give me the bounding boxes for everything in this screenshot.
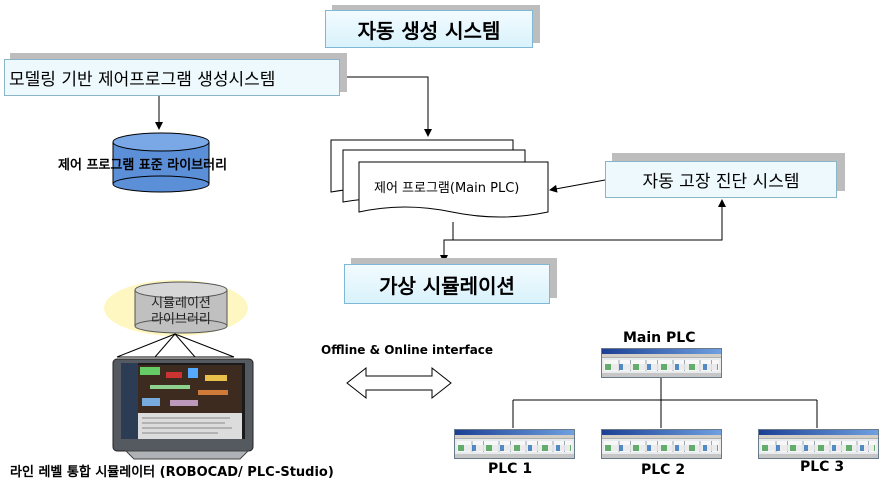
virtual-simulation-label: 가상 시뮬레이션 bbox=[379, 273, 515, 298]
plc2-label: PLC 2 bbox=[641, 462, 686, 478]
plc2-screen bbox=[601, 429, 722, 459]
auto-gen-system-box: 자동 생성 시스템 bbox=[325, 10, 533, 48]
standard-library-label: 제어 프로그램 표준 라이브러리 bbox=[58, 158, 228, 173]
virtual-simulation-box: 가상 시뮬레이션 bbox=[344, 264, 550, 304]
control-program-label: 제어 프로그램(Main PLC) bbox=[374, 181, 520, 196]
auto-gen-system-label: 자동 생성 시스템 bbox=[357, 18, 501, 43]
sim-library-line1: 시뮬레이션 bbox=[151, 296, 211, 311]
arrow-program-to-simulation bbox=[440, 225, 454, 263]
main-plc-screen bbox=[601, 348, 722, 378]
model-based-generation-label: 모델링 기반 제어프로그램 생성시스템 bbox=[9, 70, 276, 90]
interface-double-arrow bbox=[346, 366, 452, 400]
interface-label: Offline & Online interface bbox=[321, 343, 494, 357]
fault-diagnosis-label: 자동 고장 진단 시스템 bbox=[642, 172, 800, 192]
plc3-label: PLC 3 bbox=[800, 459, 845, 475]
sim-library-line2: 라이브러리 bbox=[151, 312, 211, 327]
fault-diagnosis-box: 자동 고장 진단 시스템 bbox=[605, 161, 837, 198]
program-document-stack bbox=[330, 139, 549, 218]
plc3-screen bbox=[758, 429, 879, 459]
arrow-fault-to-program bbox=[549, 179, 606, 193]
simulator-computer bbox=[112, 358, 254, 460]
sim-library-label: 시뮬레이션 라이브러리 bbox=[135, 296, 227, 328]
sim-library-fan-lines bbox=[116, 333, 235, 358]
model-based-generation-box: 모델링 기반 제어프로그램 생성시스템 bbox=[4, 59, 340, 96]
plc1-screen bbox=[454, 429, 575, 459]
simulator-caption: 라인 레벨 통합 시뮬레이터 (ROBOCAD/ PLC-Studio) bbox=[10, 465, 334, 480]
sim-library-cylinder bbox=[104, 280, 248, 336]
plc-tree-lines bbox=[512, 378, 818, 428]
arrow-model-to-program bbox=[340, 76, 432, 137]
main-plc-label: Main PLC bbox=[623, 330, 696, 346]
plc1-label: PLC 1 bbox=[488, 461, 533, 477]
library-cylinder bbox=[112, 132, 210, 193]
